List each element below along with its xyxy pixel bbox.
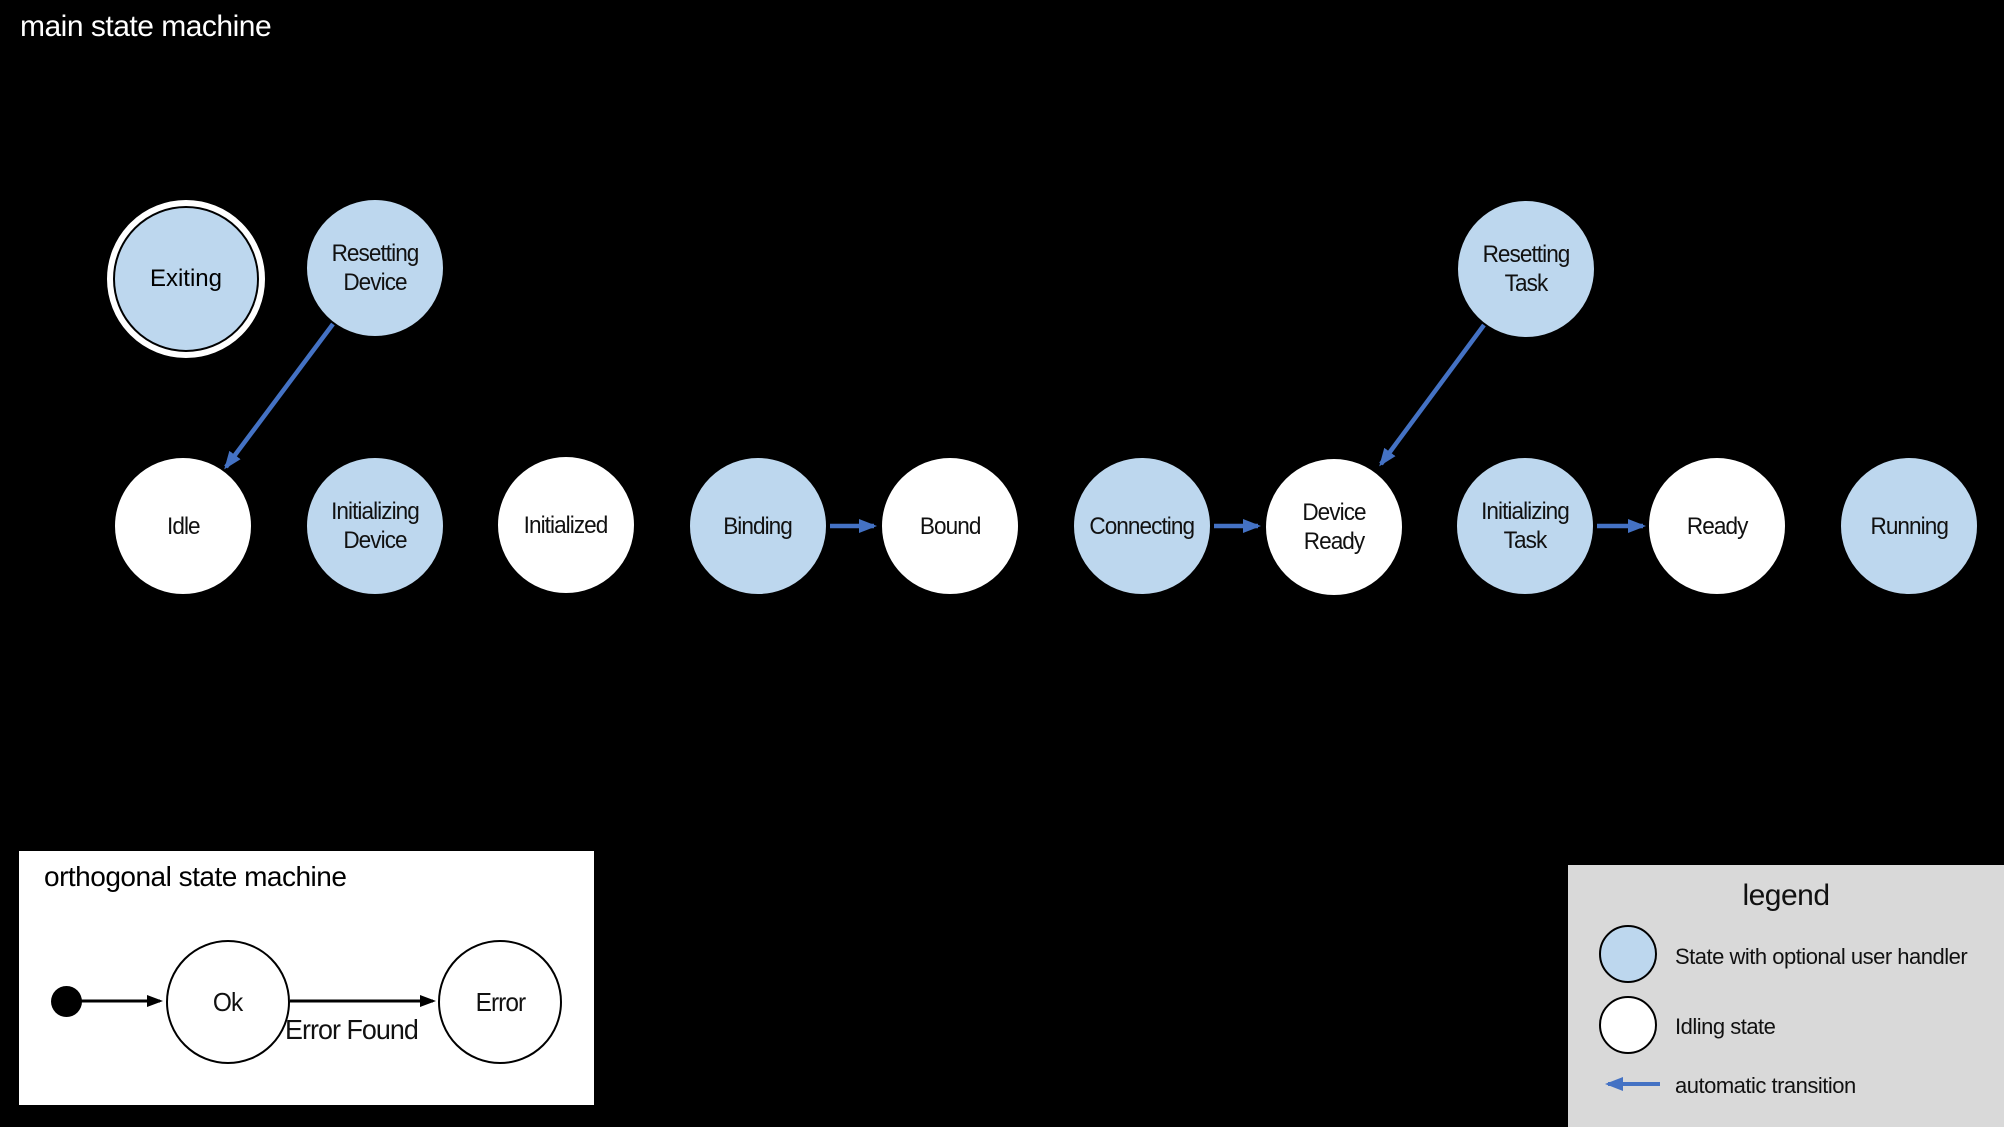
state-resetting-task: Resetting Task: [1456, 199, 1596, 339]
initial-state-dot: [51, 986, 82, 1017]
state-exiting-final-ring: Exiting: [105, 198, 267, 360]
state-label: Connecting: [1089, 512, 1196, 540]
legend-title: legend: [1742, 879, 1830, 912]
state-label: Ready: [1686, 512, 1748, 540]
state-resetting-device: Resetting Device: [305, 198, 445, 338]
main-diagram-title: main state machine: [20, 10, 272, 43]
user-handler-state-swatch: [1599, 925, 1657, 983]
state-label: Idle: [166, 512, 201, 540]
state-idle: Idle: [113, 456, 253, 596]
state-initializing-device: Initializing Device: [305, 456, 445, 596]
state-ok: Ok: [166, 940, 290, 1064]
state-label: Resetting Task: [1482, 241, 1571, 297]
state-label: Initializing Task: [1481, 498, 1570, 554]
state-label: Error: [475, 986, 526, 1017]
state-initialized: Initialized: [496, 455, 636, 595]
state-connecting: Connecting: [1072, 456, 1212, 596]
arrow-resetting-device-to-idle: [224, 322, 335, 470]
orthogonal-state-machine-panel: orthogonal state machine Ok Error Error …: [19, 851, 594, 1105]
state-label: Device Ready: [1302, 499, 1366, 555]
legend-item-label: State with optional user handler: [1675, 944, 1968, 969]
state-error: Error: [438, 940, 562, 1064]
state-running: Running: [1839, 456, 1979, 596]
state-bound: Bound: [880, 456, 1020, 596]
state-exiting: Exiting: [113, 206, 259, 352]
orthogonal-panel-title: orthogonal state machine: [44, 861, 347, 892]
idling-state-swatch: [1599, 996, 1657, 1054]
state-label: Running: [1870, 512, 1948, 540]
state-device-ready: Device Ready: [1264, 457, 1404, 597]
legend-item-label: Idling state: [1675, 1014, 1776, 1039]
arrow-resetting-task-to-device-ready: [1379, 323, 1486, 467]
state-label: Exiting: [149, 265, 223, 292]
state-label: Binding: [723, 512, 794, 540]
state-binding: Binding: [688, 456, 828, 596]
state-label: Bound: [919, 512, 981, 540]
legend-panel: legend State with optional user handler …: [1568, 865, 2004, 1127]
legend-item-label: automatic transition: [1675, 1073, 1856, 1098]
state-initializing-task: Initializing Task: [1455, 456, 1595, 596]
state-label: Resetting Device: [331, 240, 420, 296]
state-ready: Ready: [1647, 456, 1787, 596]
state-label: Initializing Device: [331, 498, 420, 554]
state-label: Initialized: [524, 511, 609, 539]
transition-label-error-found: Error Found: [285, 1014, 419, 1045]
state-label: Ok: [213, 986, 243, 1017]
